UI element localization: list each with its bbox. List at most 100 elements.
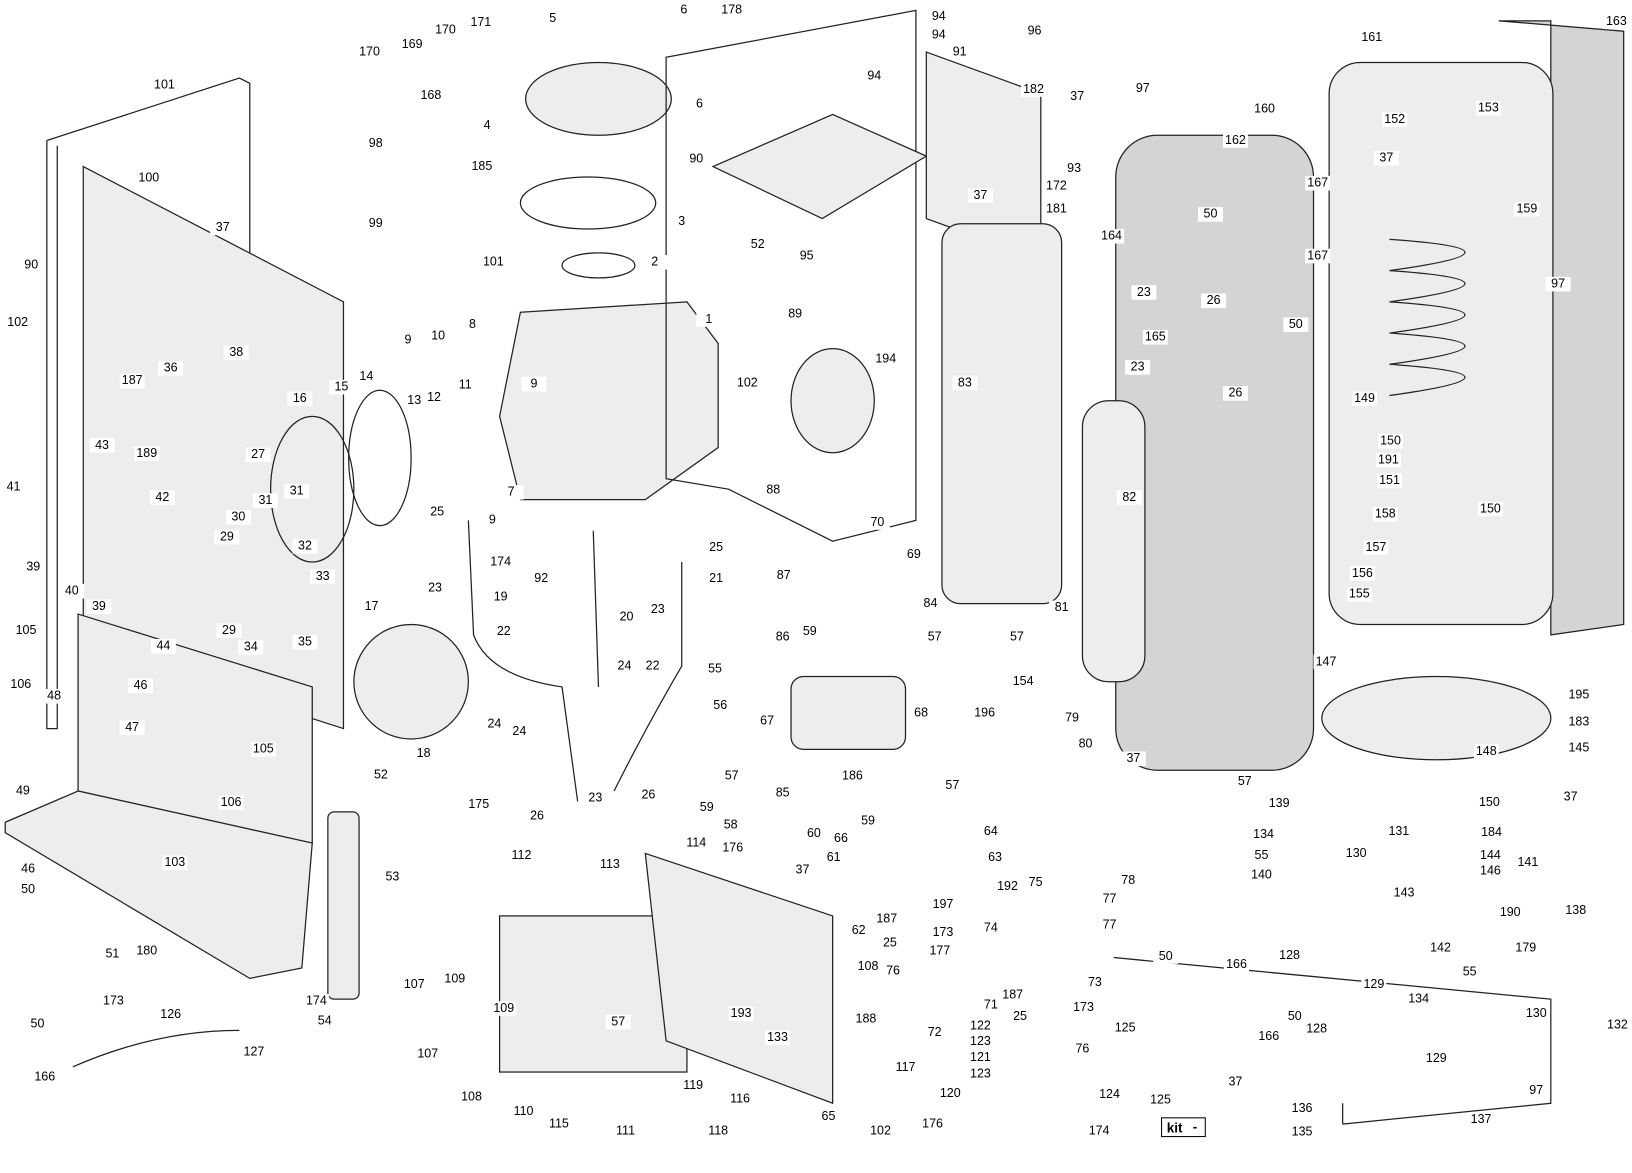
part-label-bg [728, 1006, 754, 1022]
part-label-bg [1378, 434, 1404, 449]
part-label-bg [10, 783, 36, 799]
part-number-label: 89 [788, 307, 802, 321]
part-number-label: 169 [402, 37, 423, 51]
part-label-bg [828, 831, 854, 847]
part-label-bg [41, 689, 67, 704]
part-number-label: 68 [914, 705, 928, 719]
expansion-vessel [941, 223, 1063, 605]
part-number-label: 71 [984, 998, 998, 1012]
part-number-label: 100 [138, 170, 159, 184]
part-number-label: 150 [1480, 501, 1501, 515]
part-number-label: 185 [471, 159, 492, 173]
part-label-bg [216, 623, 242, 639]
part-label-bg [1022, 23, 1048, 39]
part-label-bg [86, 599, 112, 615]
part-label-bg [1363, 540, 1389, 555]
part-number-label: 123 [970, 1034, 991, 1048]
part-number-label: 195 [1569, 688, 1590, 702]
part-label-bg [491, 624, 517, 640]
part-number-label: 23 [1137, 285, 1151, 299]
part-number-label: 73 [1088, 975, 1102, 989]
part-label-bg [696, 312, 722, 327]
part-number-label: 150 [1380, 434, 1401, 448]
part-label-bg [415, 1047, 441, 1062]
part-number-label: 37 [1379, 151, 1393, 165]
part-number-label: 113 [600, 857, 620, 871]
part-number-label: 22 [646, 658, 660, 672]
part-label-bg [1277, 948, 1303, 963]
storage-cylinder-back [1498, 20, 1625, 636]
part-label-bg [855, 959, 881, 975]
part-number-label: 93 [1067, 161, 1081, 175]
part-label-bg [967, 1018, 993, 1034]
part-number-label: 105 [253, 742, 274, 756]
top-plate [711, 113, 928, 220]
part-number-label: 82 [1122, 490, 1136, 504]
part-number-label: 176 [722, 841, 743, 855]
part-label-bg [1477, 848, 1503, 863]
part-label-bg [821, 850, 847, 865]
part-number-label: 26 [1207, 293, 1221, 307]
part-number-label: 126 [160, 1007, 181, 1021]
part-number-label: 25 [1013, 1009, 1027, 1023]
part-label-bg [703, 540, 729, 555]
part-label-bg [353, 369, 379, 385]
part-number-label: 118 [708, 1124, 728, 1138]
drip-tray [4, 790, 313, 980]
part-number-label: 57 [945, 778, 959, 792]
coil [1389, 238, 1466, 397]
part-number-label: 20 [620, 610, 634, 624]
part-label-bg [1289, 1125, 1315, 1140]
pump [790, 675, 907, 751]
part-number-label: 72 [928, 1025, 942, 1039]
part-number-label: 35 [298, 634, 312, 648]
part-number-label: 108 [461, 1089, 482, 1103]
part-number-label: 90 [689, 152, 703, 166]
seal-ring [348, 389, 412, 527]
part-number-label: 76 [1076, 1041, 1090, 1055]
part-label-bg [250, 742, 276, 757]
part-number-label: 158 [1375, 506, 1396, 520]
part-number-label: 57 [1238, 774, 1252, 788]
part-number-label: 143 [1394, 885, 1415, 899]
part-label-bg [635, 787, 661, 803]
part-number-label: 43 [95, 438, 109, 452]
part-number-label: 130 [1346, 846, 1367, 860]
part-label-bg [683, 835, 709, 851]
part-label-bg [922, 629, 948, 645]
part-number-label: 5 [549, 11, 556, 25]
part-label-bg [683, 151, 709, 167]
part-label-bg [481, 717, 507, 732]
part-number-label: 155 [1349, 587, 1370, 601]
part-number-label: 87 [777, 568, 791, 582]
part-number-label: 128 [1306, 1022, 1327, 1036]
part-number-label: 24 [487, 717, 501, 731]
kit-symbol: - [1193, 1119, 1198, 1134]
part-number-label: 178 [721, 3, 742, 17]
part-label-bg [1545, 276, 1571, 292]
part-number-label: 49 [16, 783, 30, 797]
part-number-label: 51 [105, 947, 119, 961]
part-number-label: 77 [1103, 918, 1117, 932]
part-label-bg [149, 490, 175, 505]
part-label-bg [719, 769, 745, 784]
part-number-label: 156 [1352, 566, 1373, 580]
part-number-label: 109 [493, 1001, 514, 1015]
part-label-bg [1305, 175, 1331, 191]
part-number-label: 67 [760, 714, 774, 728]
part-label-bg [855, 813, 881, 829]
part-label-bg [927, 944, 953, 959]
kit-label: kit [1167, 1120, 1183, 1135]
part-label-bg [469, 159, 495, 174]
part-number-label: 57 [928, 629, 942, 643]
part-label-bg [241, 1044, 267, 1060]
part-label-bg [1566, 687, 1592, 703]
part-label-bg [128, 678, 153, 694]
part-number-label: 166 [1258, 1029, 1279, 1043]
part-number-label: 98 [369, 136, 383, 150]
part-number-label: 133 [767, 1030, 788, 1044]
part-label-bg [1266, 796, 1292, 811]
part-number-label: 25 [430, 504, 444, 518]
part-label-bg [864, 515, 890, 530]
